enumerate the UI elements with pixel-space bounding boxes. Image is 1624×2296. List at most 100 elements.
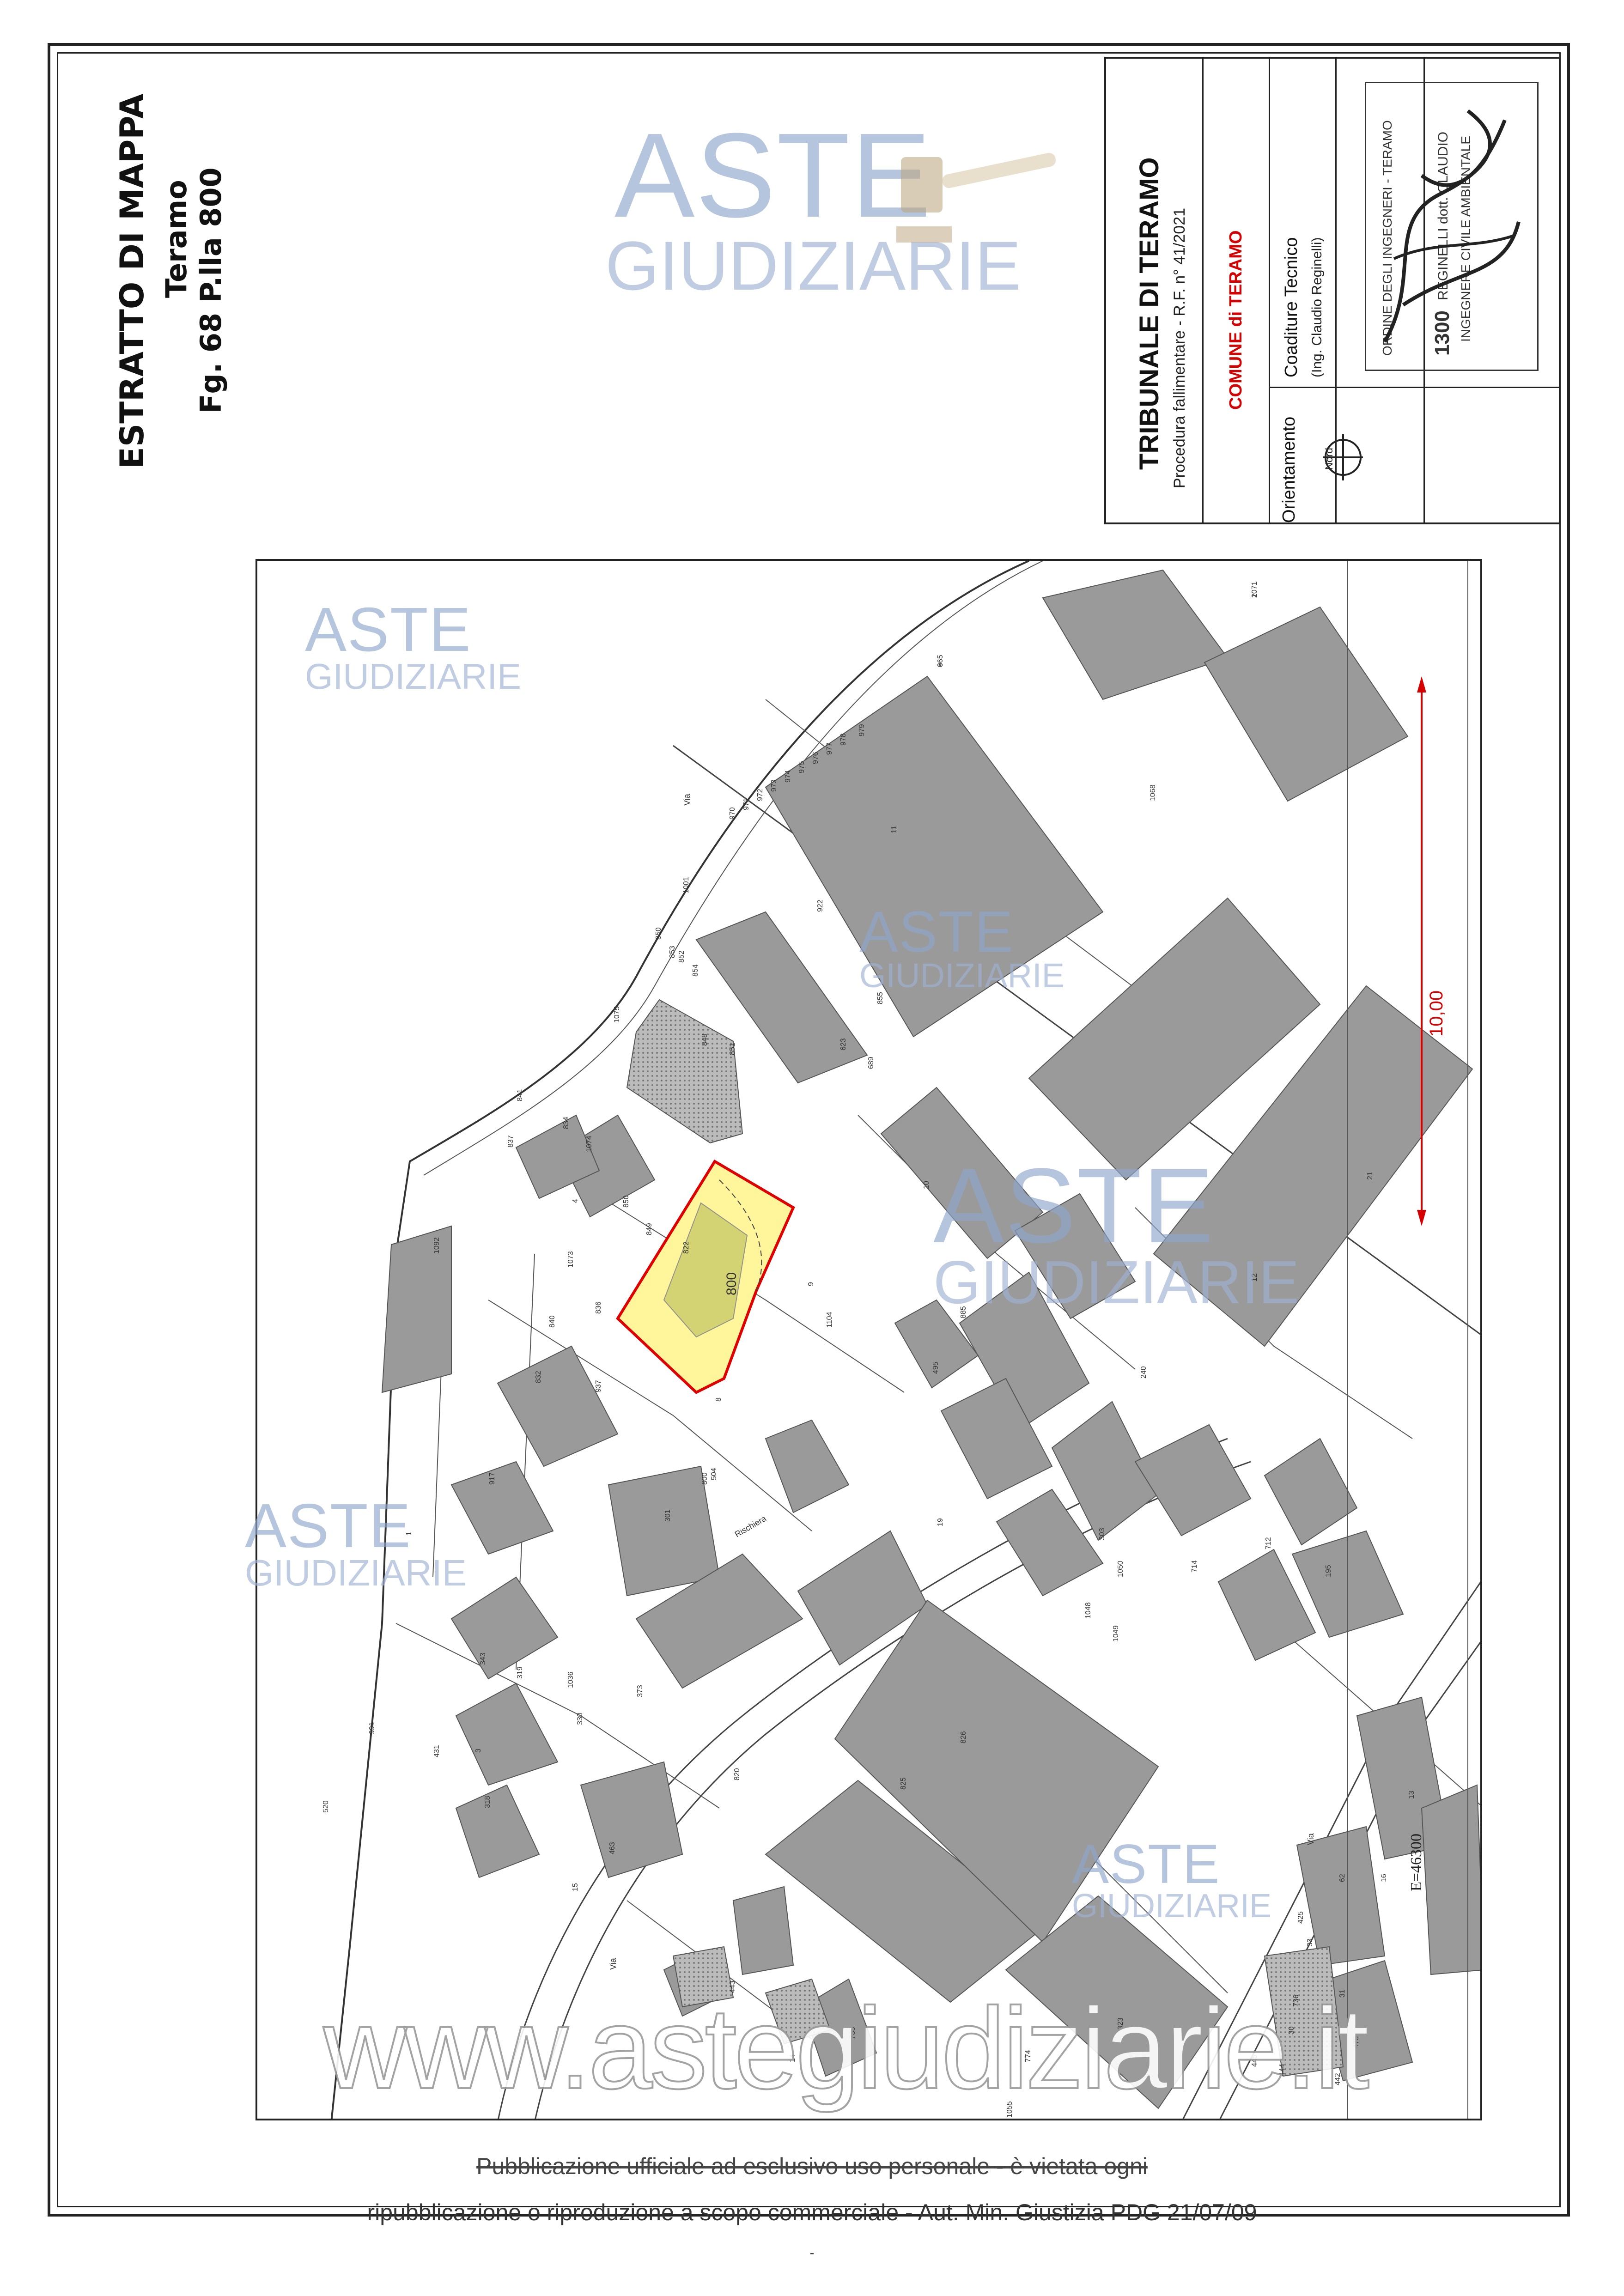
parcel-number: 1048	[1084, 1602, 1092, 1619]
street-label: Via	[1306, 1833, 1315, 1845]
north-arrow-icon	[1323, 434, 1363, 480]
parcel-number: 825	[900, 1777, 907, 1790]
parcel-number: 1050	[1117, 1561, 1125, 1577]
role-label: Coaditure Tecnico	[1282, 237, 1301, 377]
parcel-number: 62	[1338, 1874, 1346, 1882]
parcel-number: 520	[322, 1800, 330, 1813]
parcel-number: 33	[1306, 1938, 1314, 1947]
parcel-number: 991	[368, 1722, 376, 1734]
parcel-number: 8	[715, 1397, 723, 1402]
parcel-number: 303	[1098, 1528, 1106, 1540]
parcel-number: 1074	[585, 1136, 593, 1152]
parcel-number: 836	[595, 1301, 602, 1314]
parcel-number: 1068	[1149, 784, 1157, 801]
court-name: TRIBUNALE DI TERAMO	[1134, 157, 1164, 470]
parcel-number: 319	[516, 1666, 524, 1679]
parcel-number: 972	[756, 789, 764, 801]
parcel-number: 10	[923, 1181, 931, 1189]
parcel-number: 16	[1380, 1874, 1388, 1882]
parcel-number: 1073	[567, 1251, 575, 1268]
parcel-number: 21	[1366, 1172, 1374, 1180]
parcel-number: 826	[960, 1731, 967, 1743]
parcel-number: 840	[548, 1315, 556, 1328]
parcel-number: 1	[405, 1531, 413, 1536]
parcel-number: 975	[798, 761, 806, 773]
parcel-number: 852	[678, 950, 686, 963]
parcel-number: 1001	[682, 877, 690, 893]
parcel-number: 979	[858, 724, 866, 736]
parcel-number: 9	[807, 1282, 815, 1286]
parcel-number: 885	[960, 1306, 967, 1318]
scale-label: 10,00	[1426, 990, 1447, 1037]
parcel-number: 6	[937, 663, 944, 667]
outer-frame	[48, 43, 1570, 2217]
street-label: Via	[682, 794, 692, 806]
parcel-number: 976	[812, 752, 820, 764]
parcel-number: 937	[595, 1380, 602, 1392]
parcel-number: 822	[682, 1241, 690, 1254]
parcel-number: 849	[645, 1223, 653, 1235]
parcel-number: 841	[516, 1089, 524, 1101]
parcel-number: 973	[770, 779, 778, 792]
parcel-number: 922	[816, 899, 824, 912]
parcel-number: 974	[784, 770, 792, 783]
parcel-number: 850	[622, 1195, 630, 1208]
parcel-number: 1049	[1112, 1625, 1120, 1642]
parcel-number: 977	[826, 742, 833, 755]
parcel-number: 714	[1191, 1560, 1198, 1573]
parcel-number: 13	[1408, 1791, 1416, 1799]
parcel-number: 12	[1251, 1273, 1259, 1282]
map-drawing	[330, 561, 1480, 2119]
parcel-number: 832	[535, 1371, 542, 1383]
city-label: Teramo	[159, 180, 193, 298]
extract-title: ESTRATTO DI MAPPA	[113, 93, 151, 469]
parcel-number: 851	[729, 1043, 736, 1055]
parcel-number: 19	[937, 1518, 944, 1526]
parcel-number: 425	[1297, 1911, 1305, 1924]
inner-frame	[57, 52, 1561, 2207]
parcel-number: 373	[636, 1685, 644, 1697]
parcel-number: 2	[1251, 594, 1259, 598]
footer-line-2: ripubblicazione o riproduzione a scopo c…	[367, 2199, 1257, 2225]
parcel-number: 970	[729, 807, 736, 820]
parcel-number: 1075	[613, 1006, 621, 1023]
parcel-number: 623	[839, 1038, 847, 1051]
orientation-label: Orientamento	[1279, 416, 1299, 523]
parcel-number: 240	[1140, 1366, 1148, 1379]
parcel-number: 343	[479, 1652, 487, 1665]
parcel-number: 495	[932, 1361, 940, 1374]
parcel-number: 1104	[826, 1312, 833, 1328]
parcel-number: 431	[433, 1745, 441, 1757]
parcel-number: 848	[701, 1033, 709, 1046]
parcel-number: 853	[669, 946, 676, 958]
parcel-number: 3	[474, 1749, 482, 1753]
parcel-number: 4	[572, 1199, 579, 1203]
parcel-number: 1092	[433, 1237, 441, 1254]
parcel-number: 917	[488, 1472, 496, 1485]
parcel-number: 463	[608, 1842, 616, 1854]
engineer-label: (Ing. Claudio Reginelli)	[1309, 237, 1325, 378]
parcel-number: 855	[876, 992, 884, 1004]
procedure-label: Procedura fallimentare - R.F. n° 41/2021	[1171, 207, 1188, 488]
parcel-number: 820	[733, 1768, 741, 1780]
watermark-url: www.astegiudiziarie.it	[322, 1983, 1370, 2114]
engineer-stamp: ORDINE DEGLI INGEGNERI - TERAMO 1300 REG…	[1365, 82, 1539, 371]
coordinate-label: E=46300	[1408, 1834, 1425, 1891]
parcel-number: 800	[701, 1472, 709, 1485]
parcel-number: 330	[576, 1713, 584, 1725]
parcel-number: 971	[742, 798, 750, 810]
cadastral-map: 10,00 E=46300 800 Via Via Via Rischiera …	[255, 559, 1482, 2120]
parcel-number: 689	[867, 1057, 875, 1069]
street-label: Via	[608, 1958, 618, 1970]
signature-scribble	[1383, 109, 1521, 343]
sheet-label: Fg. 68 P.lla 800	[194, 167, 228, 413]
parcel-number: 195	[1325, 1565, 1332, 1577]
parcel-number: 978	[839, 733, 847, 746]
parcel-number: 11	[890, 826, 898, 833]
parcel-number: 301	[664, 1509, 672, 1522]
footer-line-1: Pubblicazione ufficiale ad esclusivo uso…	[476, 2153, 1148, 2179]
parcel-number: 850	[655, 927, 663, 940]
title-block: TRIBUNALE DI TERAMO Procedura fallimenta…	[1104, 57, 1561, 524]
parcel-number: 837	[507, 1135, 515, 1148]
parcel-number: 854	[692, 964, 699, 977]
